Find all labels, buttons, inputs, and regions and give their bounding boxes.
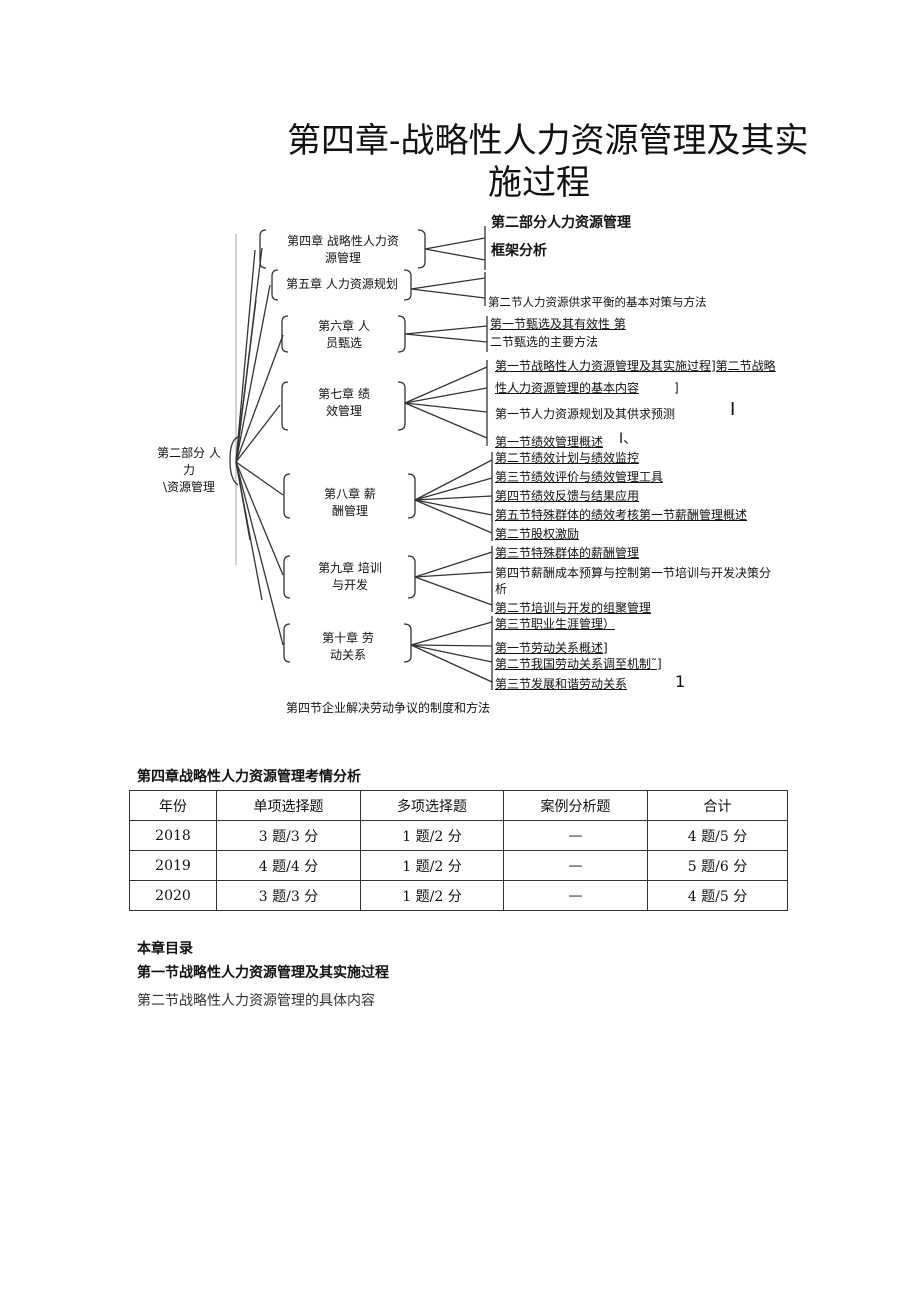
root-label-line2: 力: [182, 463, 195, 477]
table-header-cell: 单项选择题: [216, 790, 361, 821]
leaf-text: 第一节劳动关系概述]: [495, 641, 608, 655]
table-header-cell: 合计: [647, 790, 788, 821]
leaf-text: 第四节绩效反馈与结果应用: [495, 489, 640, 503]
leaf-text: 第二节我国劳动关系调至机制˜]: [495, 657, 662, 671]
toc-item-section1: 第一节战略性人力资源管理及其实施过程: [137, 965, 389, 981]
table-cell: 5 题/6 分: [647, 850, 788, 881]
table-cell: 3 题/3 分: [216, 880, 361, 911]
mindmap-root: 第二部分 人 力 \资源管理: [146, 445, 232, 496]
mindmap-footer-note: 第四节企业解决劳动争议的制度和方法: [286, 701, 491, 715]
chapter8-box-left: [283, 473, 291, 519]
leaf-text: 第二节股权激励: [495, 527, 580, 541]
leaf-text: I: [730, 399, 736, 420]
chapter-label-line2: 酬管理: [331, 504, 368, 518]
chapter-label-line1: 第六章 人: [318, 319, 370, 333]
table-cell: —: [503, 880, 648, 911]
table-cell: —: [503, 850, 648, 881]
table-cell: 1 题/2 分: [360, 850, 504, 881]
chapter-label-line1: 第四章 战略性人力资: [287, 234, 399, 248]
leaf-text: 第三节发展和谐劳动关系: [495, 677, 628, 691]
chapter-node-6: 第六章 人 员甄选: [284, 318, 404, 352]
root-brace: [229, 436, 239, 486]
leaf-text: 第四节薪酬成本预算与控制第一节培训与开发决策分: [495, 566, 772, 580]
leaf-text: 第五节特殊群体的绩效考核第一节薪酬管理概述: [495, 508, 748, 522]
table-header-cell: 多项选择题: [360, 790, 504, 821]
leaf-text: 第三节特殊群体的薪酬管理: [495, 546, 640, 560]
chapter-label-line1: 第十章 劳: [322, 631, 374, 645]
mindmap-header-line1: 第二部分人力资源管理: [491, 215, 631, 231]
leaf-text: 1: [675, 672, 686, 691]
table-cell: 3 题/3 分: [216, 820, 361, 851]
table-cell: 2019: [129, 850, 217, 881]
leaf-text: 第二节培训与开发的组聚管理: [495, 601, 652, 615]
chapter-label-line1: 第九章 培训: [318, 561, 382, 575]
root-label-line3: \资源管理: [162, 480, 216, 494]
table-cell: 4 题/5 分: [647, 820, 788, 851]
toc-item-section2: 第二节战略性人力资源管理的具体内容: [137, 993, 375, 1009]
chapter6-box-left: [281, 315, 289, 353]
chapter10-box-left: [283, 623, 291, 663]
table-cell: —: [503, 820, 648, 851]
chapter-node-5: 第五章 人力资源规划: [274, 276, 410, 293]
table-header-cell: 年份: [129, 790, 217, 821]
table-row: 2019 4 题/4 分 1 题/2 分 — 5 题/6 分: [129, 850, 788, 881]
leaf-text: 第一节绩效管理概述: [495, 435, 604, 449]
chapter-label-line1: 第八章 薪: [324, 487, 376, 501]
leaf-text: 第一节战略性人力资源管理及其实施过程]第二节战略: [495, 359, 776, 373]
document-title-line2: 施过程: [488, 163, 590, 203]
document-title-line1: 第四章-战略性人力资源管理及其实: [287, 121, 809, 161]
leaf-text: 第三节绩效评价与绩效管理工具: [495, 470, 664, 484]
leaf-text: 第二节绩效计划与绩效监控: [495, 451, 640, 465]
chapter-label-line1: 第五章 人力资源规划: [286, 277, 398, 291]
leaf-text: 第一节甄选及其有效性 第: [490, 317, 626, 331]
chapter9-box-left: [283, 555, 291, 599]
exam-analysis-table: 年份 单项选择题 多项选择题 案例分析题 合计 2018 3 题/3 分 1 题…: [129, 790, 788, 911]
leaf-text: 第三节职业生涯管理）: [495, 617, 616, 631]
chapter-label-line1: 第七章 绩: [318, 387, 370, 401]
chapter-label-line2: 动关系: [329, 648, 366, 662]
chapter8-box-right: [407, 473, 416, 519]
chapter5-box-right: [403, 269, 412, 301]
leaf-text: 性人力资源管理的基本内容: [495, 381, 640, 395]
chapter10-box-right: [403, 623, 412, 663]
table-cell: 1 题/2 分: [360, 820, 504, 851]
table-cell: 4 题/4 分: [216, 850, 361, 881]
chapter4-box-left: [259, 229, 267, 269]
leaf-text: 第二节人力资源供求平衡的基本对策与方法: [488, 295, 707, 309]
toc-heading: 本章目录: [137, 941, 193, 957]
leaf-text: I、: [619, 431, 638, 447]
chapter-node-4: 第四章 战略性人力资 源管理: [262, 233, 424, 267]
leaf-text: 二节甄选的主要方法: [490, 335, 599, 349]
chapter-node-10: 第十章 劳 动关系: [286, 630, 410, 664]
exam-table-caption: 第四章战略性人力资源管理考情分析: [137, 769, 361, 785]
leaf-text: 析: [495, 582, 508, 596]
table-cell: 1 题/2 分: [360, 880, 504, 911]
chapter7-box-right: [397, 381, 406, 431]
table-cell: 2018: [129, 820, 217, 851]
chapter-node-8: 第八章 薪 酬管理: [286, 486, 414, 520]
mindmap-connectors: [229, 226, 493, 690]
chapter-node-9: 第九章 培训 与开发: [286, 560, 414, 594]
chapter7-box-left: [281, 381, 289, 431]
chapter-label-line2: 源管理: [324, 251, 361, 265]
table-header-row: 年份 单项选择题 多项选择题 案例分析题 合计: [129, 790, 788, 821]
table-cell: 4 题/5 分: [647, 880, 788, 911]
chapter-node-7: 第七章 绩 效管理: [284, 386, 404, 420]
table-cell: 2020: [129, 880, 217, 911]
table-header-cell: 案例分析题: [503, 790, 648, 821]
root-label-line1: 第二部分 人: [157, 446, 221, 460]
mindmap-header-line2: 框架分析: [491, 243, 547, 259]
chapter-label-line2: 效管理: [325, 404, 362, 418]
table-row: 2020 3 题/3 分 1 题/2 分 — 4 题/5 分: [129, 880, 788, 911]
leaf-text: ]: [674, 381, 679, 395]
leaf-text: 第一节人力资源规划及其供求预测: [495, 407, 676, 421]
chapter5-box-left: [271, 269, 279, 301]
chapter-label-line2: 与开发: [331, 578, 368, 592]
chapter-label-line2: 员甄选: [325, 336, 362, 350]
table-row: 2018 3 题/3 分 1 题/2 分 — 4 题/5 分: [129, 820, 788, 851]
framework-mindmap: 第二部分人力资源管理 框架分析 第二部分 人 力 \资源管理 第四章 战略性人力…: [146, 215, 776, 715]
